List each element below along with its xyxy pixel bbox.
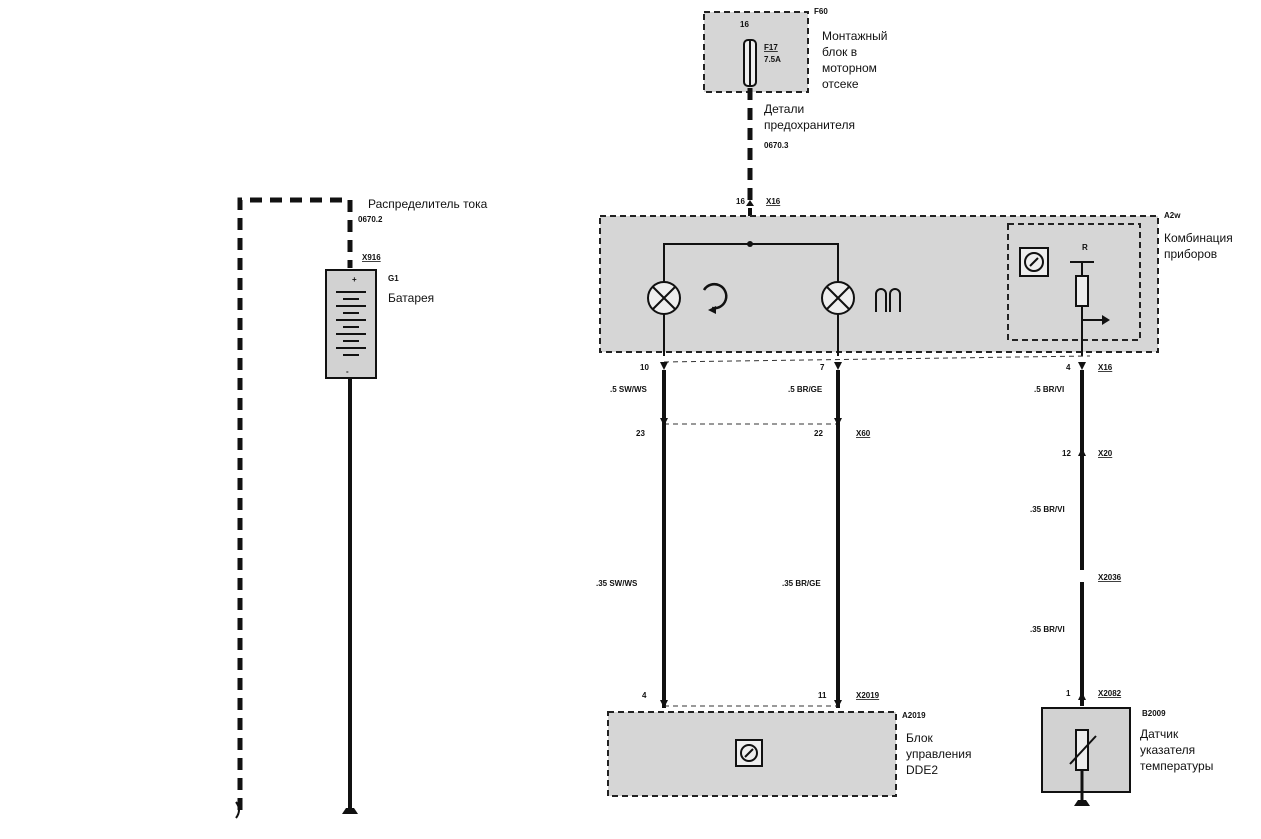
instrument-cluster-code: A2w [1164,211,1181,220]
wire-color-right-b: .35 BR/VI [1030,625,1065,634]
battery-connector: X916 [362,253,381,262]
power-distributor-ref: 0670.2 [358,215,383,224]
ground-icon [1074,800,1090,806]
battery-minus: - [346,367,349,376]
pin-1: 1 [1066,689,1071,698]
arrow-icon [708,306,716,314]
indicator-lamp-right [821,270,855,356]
fuse-box-label-3: моторном [822,61,877,75]
resistor-label: R [1082,243,1088,252]
pin-4-x16: 4 [1066,363,1071,372]
instrument-cluster-label-2: приборов [1164,247,1217,261]
battery-body [325,269,377,379]
wire-harness: 10 7 4 X16 .5 SW/WS .5 BR/GE .5 BR/VI 23… [596,355,1122,708]
wire-color-left-top: .5 SW/WS [610,385,648,394]
battery-code: G1 [388,274,399,283]
connector-x2036: X2036 [1098,573,1122,582]
glow-plug-icon [875,288,901,312]
fuse-details-label-1: Детали [764,102,804,116]
temperature-sensor: B2009 Датчик указателя температуры [1041,707,1213,806]
pin-12: 12 [1062,449,1071,458]
indicator-lamp-left [647,270,681,356]
resistor-icon [1075,275,1089,307]
junction-dot [747,241,753,247]
instrument-cluster: A2w Комбинация приборов 16 X16 [599,197,1233,356]
fuse-details: Детали предохранителя 0670.3 [764,102,855,150]
pin-22: 22 [814,429,823,438]
power-distributor-label: Распределитель тока [368,197,488,211]
fuse-details-label-2: предохранителя [764,118,855,132]
pin-4-bottom: 4 [642,691,647,700]
cut-mark [235,801,240,819]
ground-icon [342,808,358,814]
temp-sensor-code: B2009 [1142,709,1166,718]
battery-plus: + [352,275,357,284]
battery-label: Батарея [388,291,434,305]
fuse-box-label-2: блок в [822,45,857,59]
fuse-box: F60 16 F17 7.5A Монтажный блок в моторно… [703,7,887,93]
cluster-in-connector: X16 [766,197,781,206]
battery-cells-icon [336,291,366,356]
temp-sensor-label-3: температуры [1140,759,1213,773]
fuse-box-label-4: отсеке [822,77,859,91]
temp-sensor-label-1: Датчик [1140,727,1179,741]
instrument-cluster-label-1: Комбинация [1164,231,1233,245]
fuse-name: F17 [764,43,778,52]
fuse-details-ref: 0670.3 [764,141,789,150]
wire-color-right-a: .35 BR/VI [1030,505,1065,514]
wire-color-left-low: .35 SW/WS [596,579,638,588]
battery: X916 G1 Батарея + - [325,253,434,814]
power-distributor-wire [237,197,353,810]
connector-x16: X16 [1098,363,1113,372]
wire-color-right-top: .5 BR/VI [1034,385,1064,394]
fuse-box-pin: 16 [740,20,749,29]
dde-unit-label-3: DDE2 [906,763,938,777]
pin-23: 23 [636,429,645,438]
cluster-in-pin: 16 [736,197,745,206]
connector-x20: X20 [1098,449,1113,458]
dde-unit-code: A2019 [902,711,926,720]
temp-gauge-frame [1007,223,1141,341]
fuse-rating: 7.5A [764,55,781,64]
connector-x60: X60 [856,429,871,438]
fuse-box-code: F60 [814,7,828,16]
splice-gap [1077,570,1087,582]
power-distributor: Распределитель тока 0670.2 [235,197,488,819]
connector-x2019: X2019 [856,691,880,700]
pin-10: 10 [640,363,649,372]
connector-x16-group [663,355,1091,363]
output-arrow-icon [1102,315,1110,325]
dde-control-unit: A2019 Блок управления DDE2 [607,711,971,797]
dde-unit-label-2: управления [906,747,971,761]
pin-11: 11 [818,691,827,700]
fuse-box-label-1: Монтажный [822,29,887,43]
connector-arrow [746,200,754,206]
connector-x2082: X2082 [1098,689,1122,698]
preheat-coil-icon [702,283,728,310]
wire-color-mid-top: .5 BR/GE [788,385,823,394]
pin-7: 7 [820,363,825,372]
temp-gauge-block: R [1007,223,1141,356]
temp-sensor-label-2: указателя [1140,743,1195,757]
dde-unit-label-1: Блок [906,731,934,745]
wire-color-mid-low: .35 BR/GE [782,579,821,588]
